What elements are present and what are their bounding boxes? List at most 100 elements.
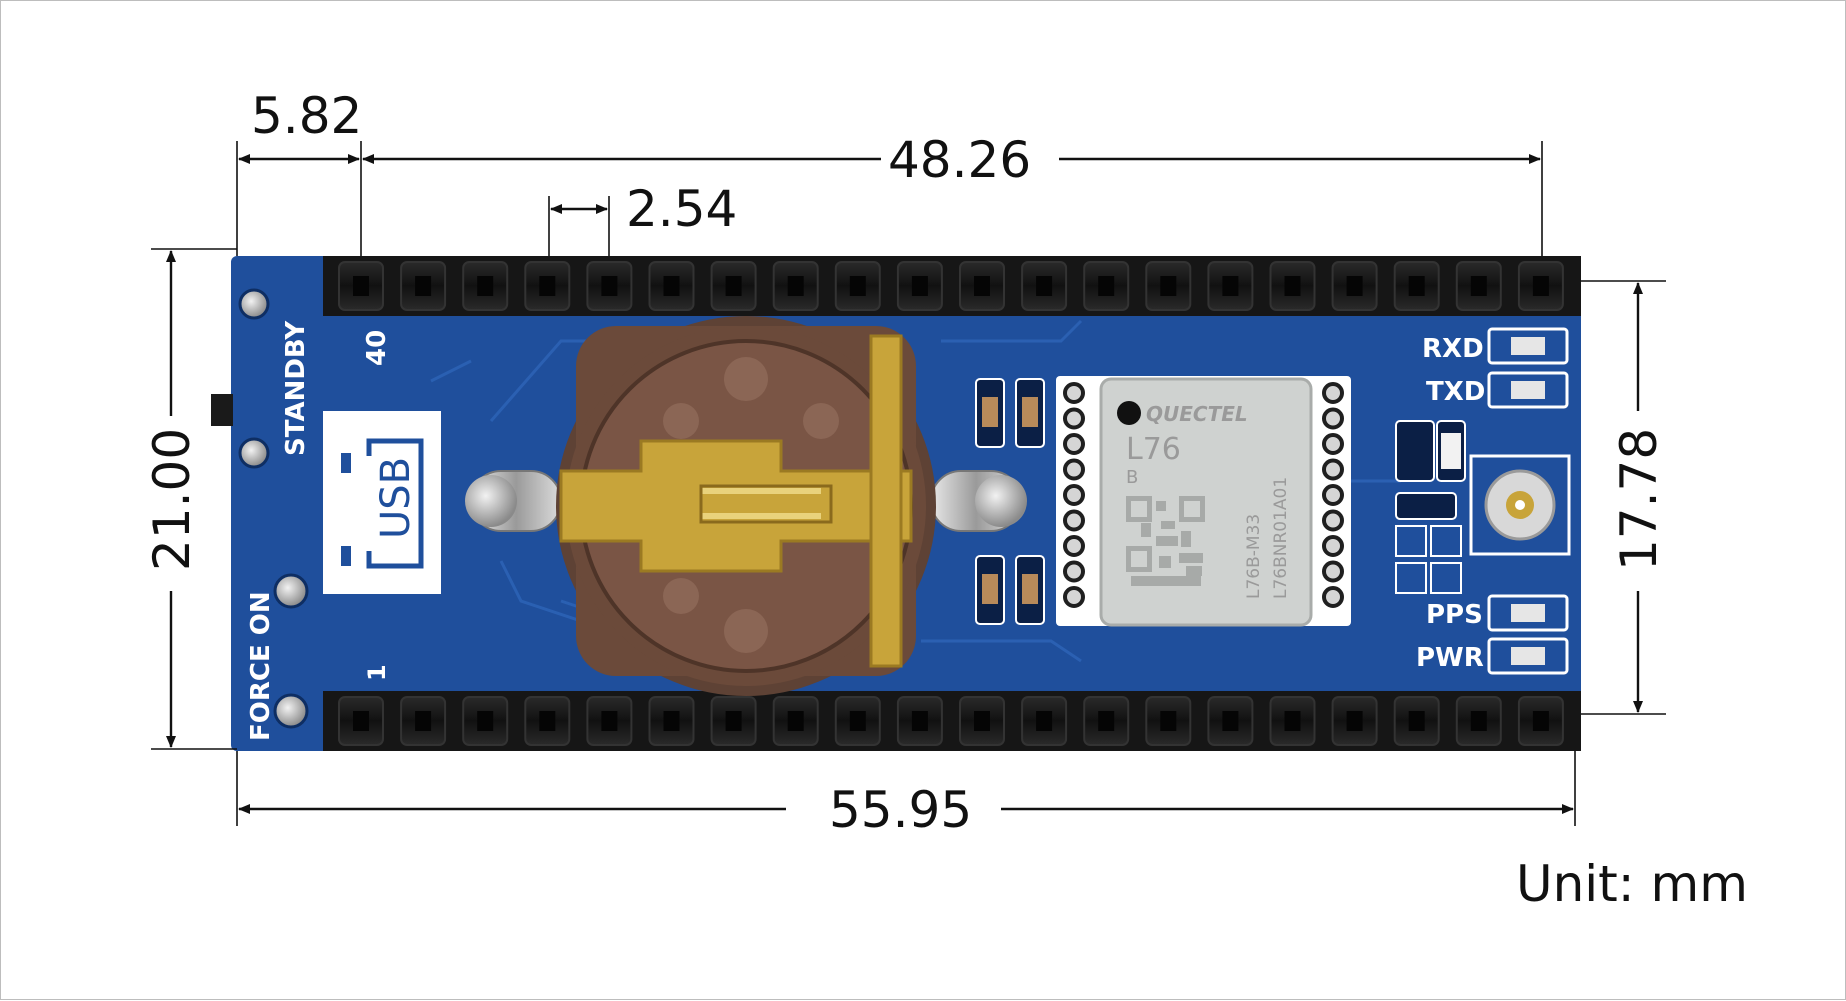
module-pad: [1063, 560, 1085, 583]
antenna-section: [1395, 420, 1571, 594]
module-part-number: L76B-M33: [1244, 514, 1264, 599]
pin-header-bottom: [323, 691, 1581, 751]
pin-socket: [787, 711, 804, 731]
module-pad: [1063, 407, 1085, 430]
pin-socket: [1470, 276, 1487, 296]
pin-socket: [601, 711, 618, 731]
pin-socket: [1098, 711, 1115, 731]
pin-socket: [849, 711, 866, 731]
pin-socket: [1532, 276, 1549, 296]
module-pad: [1322, 484, 1344, 506]
mounting-hole: [273, 573, 309, 609]
pin-header-top: [323, 256, 1581, 316]
smd-capacitors: [975, 378, 1045, 625]
pin-socket: [911, 276, 928, 296]
module-pad: [1322, 509, 1344, 532]
pin-socket: [663, 276, 680, 296]
pin-socket: [1160, 711, 1177, 731]
slide-switch: [211, 394, 233, 426]
module-pad: [1322, 407, 1344, 430]
rxd-label: RXD: [1422, 334, 1484, 364]
module-pad: [1063, 586, 1085, 608]
usb-port: USB: [323, 411, 441, 594]
pin-40-label: 40: [362, 330, 392, 366]
pin-socket: [1408, 711, 1425, 731]
standby-label: STANDBY: [281, 320, 311, 456]
usb-label: USB: [373, 457, 419, 539]
module-pad: [1063, 484, 1085, 506]
pin-socket: [601, 276, 618, 296]
module-pad: [1063, 535, 1085, 557]
pin-socket: [539, 276, 556, 296]
txd-label: TXD: [1426, 377, 1485, 407]
dim-board-width: 55.95: [829, 781, 972, 839]
pin-socket: [1036, 711, 1053, 731]
pin-socket: [1098, 276, 1115, 296]
module-pad: [1322, 535, 1344, 557]
pin-socket: [725, 711, 742, 731]
mounting-hole: [238, 288, 270, 320]
dim-header-spacing: 17.78: [1610, 428, 1668, 571]
dimension-lines: [151, 141, 1666, 826]
pin-socket: [1532, 711, 1549, 731]
module-serial: L76BNR01A01: [1271, 477, 1291, 599]
module-model: L76: [1126, 432, 1181, 467]
module-pad: [1322, 433, 1344, 455]
pin-socket: [415, 711, 432, 731]
pin-socket: [1408, 276, 1425, 296]
pin-socket: [1284, 711, 1301, 731]
pin-socket: [1346, 276, 1363, 296]
battery-holder: [465, 316, 1027, 696]
pps-label: PPS: [1426, 600, 1483, 630]
qr-code: [1126, 496, 1205, 586]
module-pad: [1063, 509, 1085, 532]
pin-socket: [1284, 276, 1301, 296]
mounting-hole: [238, 437, 270, 469]
pin-socket: [415, 276, 432, 296]
pin-socket: [353, 711, 369, 731]
pin-socket: [1160, 276, 1177, 296]
pin-socket: [1036, 276, 1053, 296]
pin-socket: [1470, 711, 1487, 731]
module-pad: [1063, 458, 1085, 481]
dim-left-margin: 5.82: [251, 87, 362, 145]
pin-socket: [849, 276, 866, 296]
dimension-labels: 5.82 48.26 2.54 21.00 17.78 55.95 Unit: …: [143, 87, 1748, 913]
dim-board-height: 21.00: [143, 428, 201, 571]
pin-socket: [1346, 711, 1363, 731]
module-pad: [1063, 433, 1085, 455]
pin-socket: [353, 276, 369, 296]
module-pad: [1322, 560, 1344, 583]
pin-socket: [787, 276, 804, 296]
pin-socket: [974, 276, 990, 296]
status-leds: [1487, 327, 1569, 675]
module-pad: [1322, 586, 1344, 608]
pin-socket: [725, 276, 742, 296]
gps-module: QUECTEL L76 B L76B-M33 L76BNR01A01: [1056, 376, 1351, 627]
pin-socket: [1222, 276, 1239, 296]
pwr-label: PWR: [1416, 643, 1484, 673]
force-on-label: FORCE ON: [246, 591, 276, 741]
module-pad: [1063, 382, 1085, 404]
pin-socket: [911, 711, 928, 731]
dim-pin-pitch: 2.54: [626, 180, 737, 238]
pin-socket: [539, 711, 556, 731]
module-shield: [1099, 377, 1313, 627]
module-variant: B: [1126, 467, 1138, 488]
module-pad: [1322, 458, 1344, 481]
pin-socket: [974, 711, 990, 731]
module-pad: [1322, 382, 1344, 404]
pin-socket: [663, 711, 680, 731]
unit-label: Unit: mm: [1516, 855, 1748, 913]
module-brand: QUECTEL: [1146, 402, 1248, 426]
pin-socket: [477, 711, 494, 731]
mounting-hole: [273, 693, 309, 729]
pin-socket: [477, 276, 494, 296]
dim-header-span: 48.26: [888, 131, 1031, 189]
module-pads: [1063, 382, 1344, 608]
pin-socket: [1222, 711, 1239, 731]
pin1-dot: [1117, 401, 1141, 425]
pin-1-label: 1: [363, 664, 391, 681]
